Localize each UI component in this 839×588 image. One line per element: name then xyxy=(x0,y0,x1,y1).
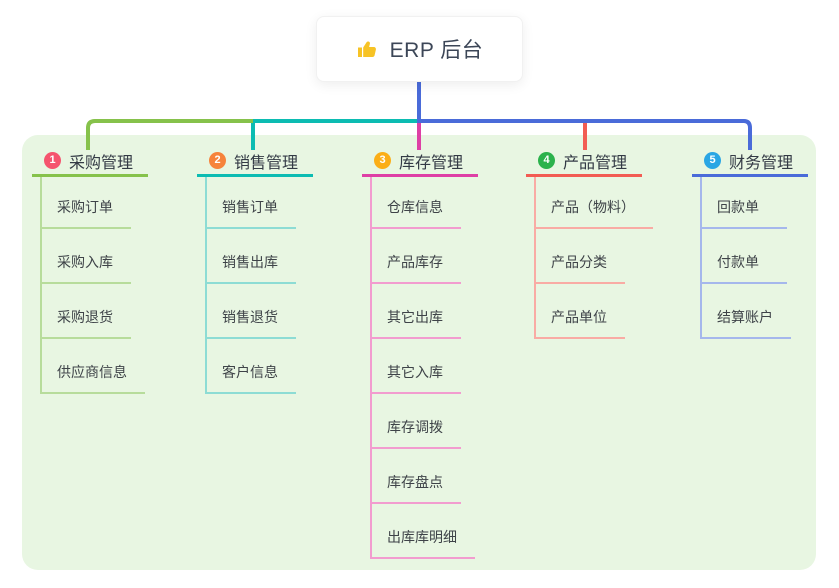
branch-header-product[interactable]: 4 产品管理 xyxy=(526,147,642,177)
child-node[interactable]: 出库库明细 xyxy=(372,504,475,559)
child-node[interactable]: 销售退货 xyxy=(207,284,296,339)
child-node[interactable]: 库存调拨 xyxy=(372,394,461,449)
child-node[interactable]: 回款单 xyxy=(702,177,787,229)
branch-inventory-management: 3 库存管理 仓库信息 产品库存 其它出库 其它入库 库存调拨 库存盘点 出库库… xyxy=(362,147,478,559)
branch-children: 产品（物料） 产品分类 产品单位 xyxy=(534,177,653,339)
child-node[interactable]: 销售出库 xyxy=(207,229,296,284)
child-node[interactable]: 产品单位 xyxy=(536,284,625,339)
branch-label: 财务管理 xyxy=(729,154,794,172)
child-node[interactable]: 结算账户 xyxy=(702,284,791,339)
branch-label: 采购管理 xyxy=(69,154,134,172)
branches-background-panel xyxy=(22,135,816,570)
child-node[interactable]: 供应商信息 xyxy=(42,339,145,394)
branch-number-badge: 5 xyxy=(704,152,721,169)
branch-number-badge: 3 xyxy=(374,152,391,169)
child-node[interactable]: 产品（物料） xyxy=(536,177,653,229)
branch-label: 产品管理 xyxy=(563,154,628,172)
child-node[interactable]: 产品分类 xyxy=(536,229,625,284)
branch-label: 库存管理 xyxy=(399,154,464,172)
branch-number-badge: 2 xyxy=(209,152,226,169)
branch-children: 回款单 付款单 结算账户 xyxy=(700,177,791,339)
branch-children: 仓库信息 产品库存 其它出库 其它入库 库存调拨 库存盘点 出库库明细 xyxy=(370,177,475,559)
child-node[interactable]: 其它入库 xyxy=(372,339,461,394)
branch-finance-management: 5 财务管理 回款单 付款单 结算账户 xyxy=(692,147,808,339)
branch-label: 销售管理 xyxy=(234,154,299,172)
child-node[interactable]: 产品库存 xyxy=(372,229,461,284)
child-node[interactable]: 付款单 xyxy=(702,229,787,284)
root-node-label: ERP 后台 xyxy=(389,39,484,62)
branch-number-badge: 4 xyxy=(538,152,555,169)
branch-purchase-management: 1 采购管理 采购订单 采购入库 采购退货 供应商信息 xyxy=(32,147,148,394)
child-node[interactable]: 采购退货 xyxy=(42,284,131,339)
branch-children: 销售订单 销售出库 销售退货 客户信息 xyxy=(205,177,296,394)
child-node[interactable]: 库存盘点 xyxy=(372,449,461,504)
child-node[interactable]: 采购入库 xyxy=(42,229,131,284)
child-node[interactable]: 仓库信息 xyxy=(372,177,461,229)
branch-children: 采购订单 采购入库 采购退货 供应商信息 xyxy=(40,177,145,394)
branch-header-finance[interactable]: 5 财务管理 xyxy=(692,147,808,177)
branch-header-purchase[interactable]: 1 采购管理 xyxy=(32,147,148,177)
branch-header-inventory[interactable]: 3 库存管理 xyxy=(362,147,478,177)
child-node[interactable]: 销售订单 xyxy=(207,177,296,229)
branch-product-management: 4 产品管理 产品（物料） 产品分类 产品单位 xyxy=(526,147,653,339)
child-node[interactable]: 客户信息 xyxy=(207,339,296,394)
branch-number-badge: 1 xyxy=(44,152,61,169)
branch-header-sales[interactable]: 2 销售管理 xyxy=(197,147,313,177)
thumbs-up-icon xyxy=(357,41,376,57)
child-node[interactable]: 采购订单 xyxy=(42,177,131,229)
branch-sales-management: 2 销售管理 销售订单 销售出库 销售退货 客户信息 xyxy=(197,147,313,394)
root-node-erp-backend[interactable]: ERP 后台 xyxy=(316,16,523,82)
child-node[interactable]: 其它出库 xyxy=(372,284,461,339)
